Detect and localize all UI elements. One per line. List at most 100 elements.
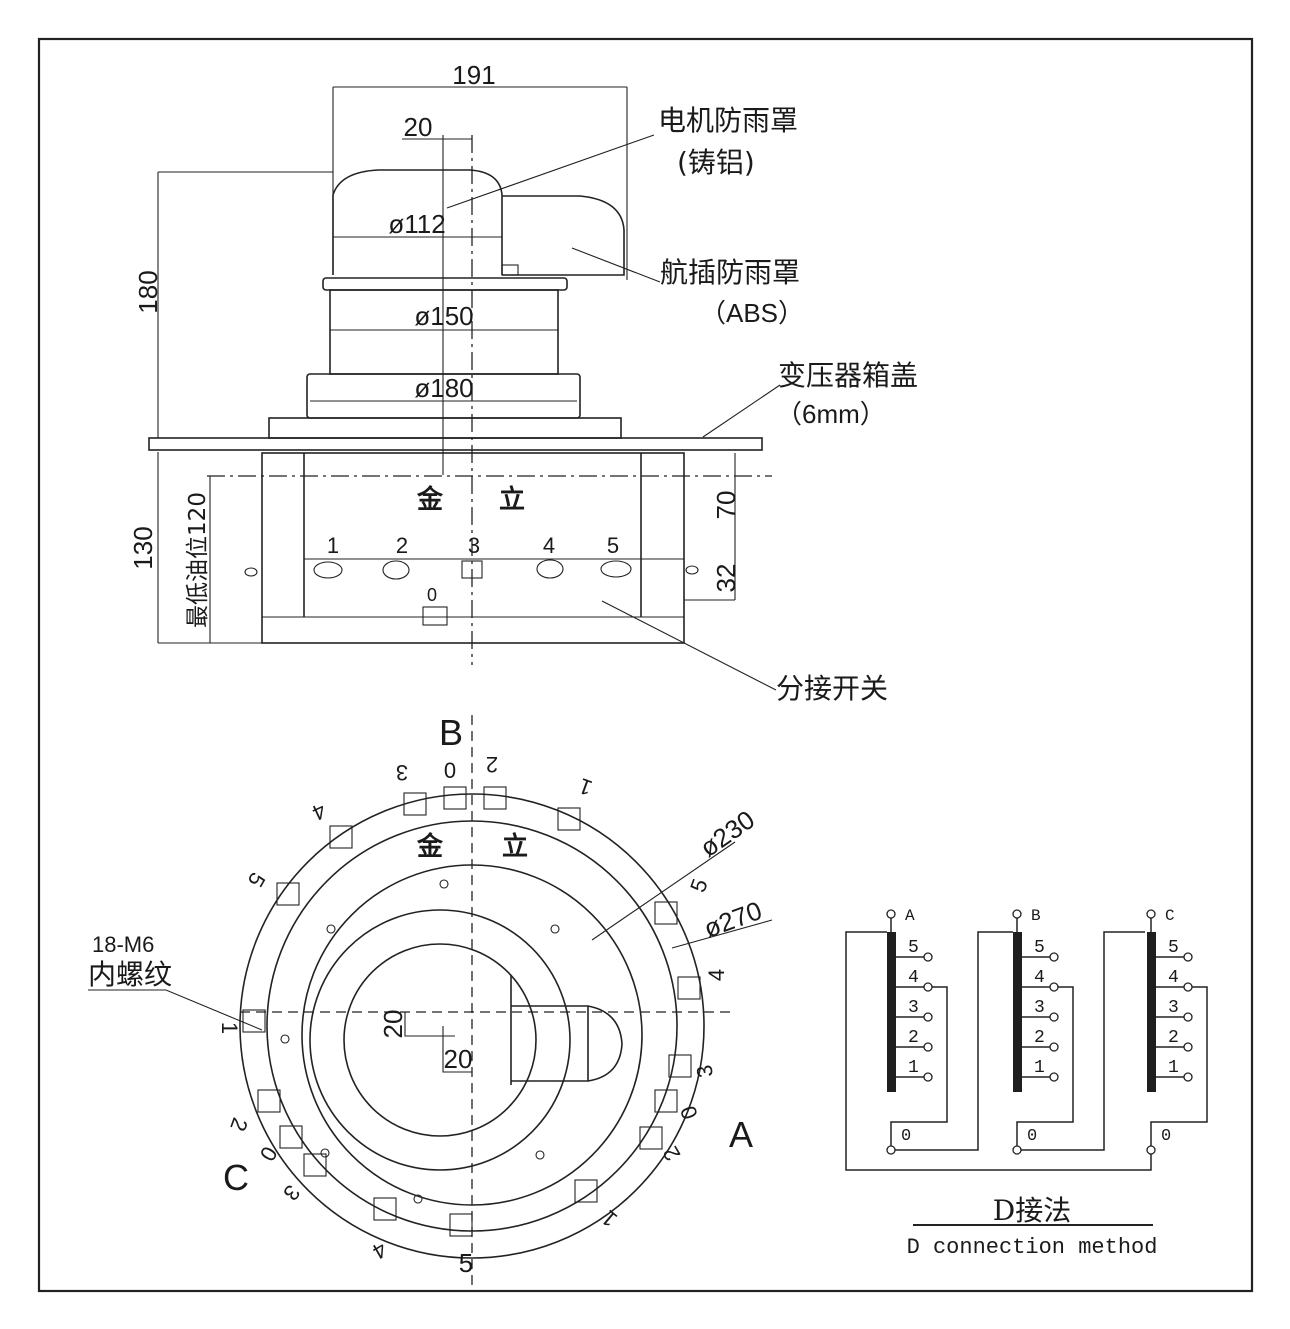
delta-link-ab [895,931,1013,1151]
tap-number: 4 [908,968,919,988]
phase-name: A [905,907,915,925]
tap-number: 3 [908,998,919,1018]
tap-terminal [923,1072,933,1082]
tap4-jumper [890,986,948,1150]
brand-char-2-top: 立 [502,831,528,862]
ring-terminals [242,786,701,1237]
tap-c: 1 [217,1022,242,1034]
tap-a: 0 [675,1103,703,1123]
neutral-label: 0 [1027,1127,1037,1146]
tap-terminal [1183,1012,1193,1022]
brand-char-1: 金 [416,484,444,515]
tap-b: 3 [396,760,408,785]
dim-offset-x: 20 [444,1044,473,1074]
plug-cover-label: 航插防雨罩 [660,256,800,289]
tap-number: 5 [1034,938,1045,958]
tap-number: 1 [1168,1058,1179,1078]
tap-b: 0 [444,758,456,783]
top-view: B A C 金 立 3 0 2 1 4 5 5 4 3 0 2 1 1 2 0 … [88,712,773,1290]
wiring-title-en: D connection method [907,1235,1158,1260]
brand-char-2: 立 [499,484,525,515]
dim-130: 130 [128,526,158,569]
tap-number: 2 [908,1028,919,1048]
tap-contacts [244,559,699,626]
tap-terminal [1183,982,1193,992]
neutral-terminal [1012,1145,1022,1155]
dim-70: 70 [711,491,741,520]
drawing-frame [37,37,1254,1293]
tank-cover-thickness: （6mm） [776,399,886,429]
tap-number: 1 [1034,1058,1045,1078]
tap-number: 3 [1168,998,1179,1018]
neutral-label: 0 [427,585,437,605]
tap-terminal [1183,952,1193,962]
neutral-label: 0 [1161,1127,1171,1146]
neutral-terminal [1146,1145,1156,1155]
phase-label-a: A [729,1114,753,1155]
tap-c: 5 [459,1248,473,1278]
tap-a: 3 [691,1063,718,1079]
tap-label: 4 [543,533,555,558]
tap-number: 5 [908,938,919,958]
side-view: 191 20 ø112 ø150 ø180 180 [128,60,918,705]
tap-number: 2 [1034,1028,1045,1048]
wiring-title-cn: D接法 [993,1194,1071,1227]
dim-112: ø112 [388,209,445,239]
dim-20: 20 [404,112,433,142]
tap-label: 5 [607,533,619,558]
motor-cover-material: (铸铝) [677,146,755,179]
tap-terminal [923,1012,933,1022]
tap-number: 1 [908,1058,919,1078]
dim-height-180: 180 [133,270,163,313]
tap-terminal [1049,952,1059,962]
tap-label: 3 [468,533,480,558]
tap-terminal [1183,1042,1193,1052]
tap-number: 5 [1168,938,1179,958]
dim-150: ø150 [414,301,473,331]
phase-name: B [1031,907,1041,925]
tap-label: 1 [327,533,339,558]
tap-label: 2 [396,533,408,558]
tap-terminal [923,952,933,962]
phase-label-c: C [223,1157,249,1198]
tap-b: 4 [308,798,330,826]
dim-offset-y: 20 [378,1010,408,1039]
delta-link-ca [845,931,1152,1171]
phase-terminal [1012,909,1022,919]
tap-number: 2 [1168,1028,1179,1048]
tap-number: 3 [1034,998,1045,1018]
tank-cover [148,437,763,451]
tap-terminal [1049,1012,1059,1022]
tap-c: 0 [255,1142,283,1165]
plug-cover-shape [502,195,625,276]
dim-32: 32 [711,564,741,593]
winding-bar [1147,932,1156,1092]
motor-cover-label: 电机防雨罩 [658,104,798,137]
outer-ring-270 [239,793,705,1259]
tap-terminal [1183,1072,1193,1082]
delta-link-bc [1021,931,1145,1151]
tap-c: 2 [225,1115,253,1135]
phase-name: C [1165,907,1175,925]
tap-terminal [1049,982,1059,992]
neutral-terminal [886,1145,896,1155]
brand-char-1-top: 金 [416,831,444,862]
dim-180: ø180 [414,373,473,403]
tap-c: 4 [368,1237,391,1265]
phase-terminal [886,909,896,919]
neutral-label: 0 [901,1127,911,1146]
tap-number: 4 [1034,968,1045,988]
motor-cover-shape [332,169,503,275]
tap-b: 5 [243,868,271,891]
tap-a: 5 [685,875,713,895]
oil-level-label: 最低油位120 [185,492,211,628]
winding-bar [1013,932,1022,1092]
plug-cover-material: （ABS） [700,298,804,328]
tap4-jumper [1016,986,1074,1150]
thread-spec: 18-M6 [92,932,154,957]
dim-270: ø270 [700,895,766,943]
tank-cover-label: 变压器箱盖 [778,359,918,392]
phase-label-b: B [439,712,463,753]
